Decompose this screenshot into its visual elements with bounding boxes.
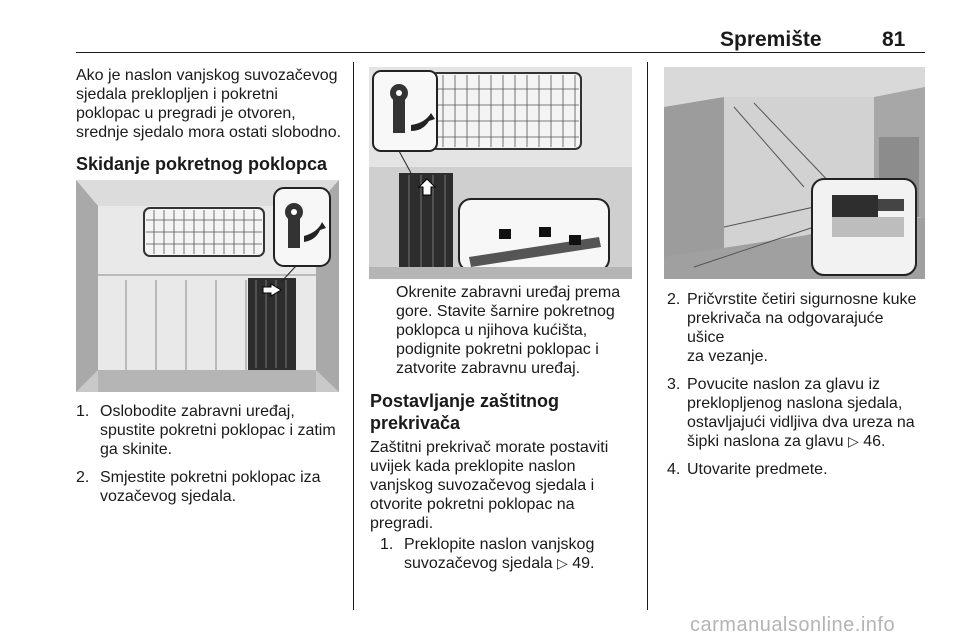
step-line: vozačevog sjedala.: [100, 488, 237, 505]
intro-line: Ako je naslon vanjskog suvozačevog: [76, 67, 338, 84]
step-line: prekrivača na odgovarajuće ušice: [687, 310, 884, 346]
list-item: 2. Pričvrstite četiri sigurnosne kuke pr…: [667, 290, 925, 366]
column-1: Ako je naslon vanjskog suvozačevog sjeda…: [76, 66, 348, 175]
column-divider: [647, 62, 648, 610]
intro-line: srednje sjedalo mora ostati slobodno.: [76, 124, 342, 141]
column-divider: [353, 62, 354, 610]
step-line-text: suvozačevog sjedala: [404, 555, 553, 572]
step-line: Oslobodite zabravni uređaj,: [100, 403, 295, 420]
column-1-steps: 1. Oslobodite zabravni uređaj, spustite …: [76, 402, 348, 506]
page-number: 81: [882, 28, 906, 51]
step-number: 2.: [76, 469, 90, 486]
page-reference[interactable]: 49.: [572, 555, 595, 572]
step-number: 3.: [667, 376, 681, 393]
list-item: 3. Povucite naslon za glavu iz prekloplj…: [667, 375, 925, 451]
step-number: 2.: [667, 291, 681, 308]
list-item: 1. Oslobodite zabravni uređaj, spustite …: [76, 402, 348, 459]
step-number: 1.: [380, 536, 394, 553]
step-number: 4.: [667, 461, 681, 478]
page-reference-icon: ▷: [848, 433, 859, 449]
intro-line: sjedala preklopljen i pokretni: [76, 86, 278, 103]
running-header-title: Spremište: [720, 28, 822, 51]
list-item: 2. Smjestite pokretni poklopac iza vozač…: [76, 468, 348, 506]
paragraph-line: Zaštitni prekrivač morate postaviti: [370, 439, 609, 456]
step-line: Utovarite predmete.: [687, 461, 828, 478]
step-line: za vezanje.: [687, 348, 768, 365]
caption-line: gore. Stavite šarnire pokretnog: [396, 303, 615, 320]
caption-line: zatvorite zabravnu uređaj.: [396, 360, 581, 377]
figure-protective-cover: [664, 67, 925, 279]
step-line-text: šipki naslona za glavu: [687, 433, 844, 450]
intro-line: poklopac u pregradi je otvoren,: [76, 105, 296, 122]
step-line: Preklopite naslon vanjskog: [404, 536, 595, 553]
watermark: carmanualsonline.info: [690, 614, 896, 636]
list-item: 4. Utovarite predmete.: [667, 460, 925, 479]
step-line: Smjestite pokretni poklopac iza: [100, 469, 321, 486]
section-heading: Postavljanje zaštitnog prekrivača: [370, 391, 560, 433]
caption-line: poklopca u njihova kućišta,: [396, 322, 588, 339]
step-line: preklopljenog naslona sjedala,: [687, 395, 903, 412]
caption-line: Okrenite zabravni uređaj prema: [396, 284, 621, 301]
paragraph-line: uvijek kada preklopite naslon: [370, 458, 576, 475]
step-line: ga skinite.: [100, 441, 173, 458]
caption-line: podignite pokretni poklopac i: [396, 341, 599, 358]
column-3: 2. Pričvrstite četiri sigurnosne kuke pr…: [667, 290, 925, 479]
step-line: ostavljajući vidljiva dva ureza na: [687, 414, 915, 431]
step-line: Povucite naslon za glavu iz: [687, 376, 880, 393]
page-reference[interactable]: 46.: [863, 433, 886, 450]
page-reference-icon: ▷: [557, 555, 568, 571]
paragraph-line: pregradi.: [370, 515, 434, 532]
figure-caption: Okrenite zabravni uređaj prema gore. Sta…: [370, 283, 646, 378]
step-line: Pričvrstite četiri sigurnosne kuke: [687, 291, 917, 308]
step-line: suvozačevog sjedala ▷ 49.: [404, 554, 646, 573]
section-heading: Skidanje pokretnog poklopca: [76, 154, 328, 174]
paragraph-line: vanjskog suvozačevog sjedala i: [370, 477, 595, 494]
step-line: spustite pokretni poklopac i zatim: [100, 422, 336, 439]
paragraph-line: otvorite pokretni poklopac na: [370, 496, 575, 513]
header-rule: [76, 52, 925, 53]
step-number: 1.: [76, 403, 90, 420]
figure-remove-cover: [76, 180, 339, 392]
figure-latch-hinges: [369, 67, 632, 279]
step-line: šipki naslona za glavu ▷ 46.: [687, 432, 925, 451]
column-2: Okrenite zabravni uređaj prema gore. Sta…: [370, 283, 646, 573]
list-item: 1. Preklopite naslon vanjskog suvozačevo…: [380, 535, 646, 573]
